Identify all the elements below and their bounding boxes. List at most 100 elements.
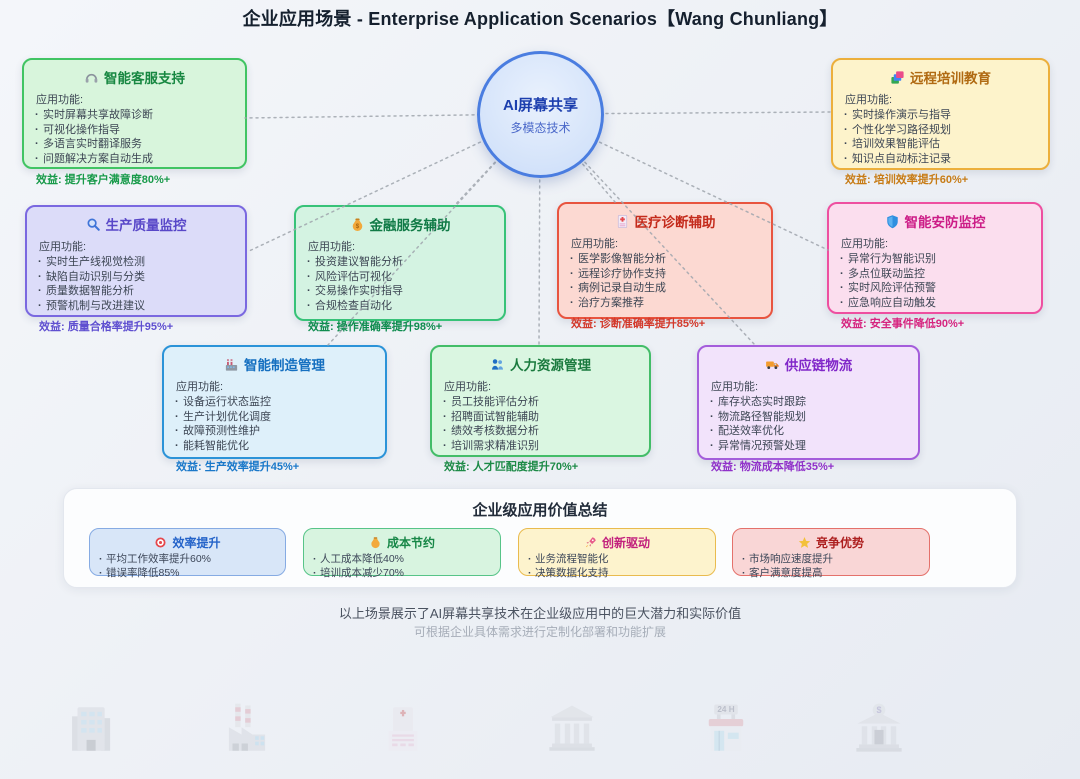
svg-text:$: $ <box>876 705 881 715</box>
scenario-box-human-resources: 人力资源管理 应用功能: 员工技能评估分析 招聘面试智能辅助 绩效考核数据分析 … <box>430 345 651 473</box>
features-label: 应用功能: <box>845 94 893 106</box>
moneybag-icon <box>371 537 380 549</box>
feature-item: 实时生产线视觉检测 <box>37 255 235 270</box>
scenario-box-financial-services: $ 金融服务辅助 应用功能: 投资建议智能分析 风险评估可视化 交易操作实时指导… <box>294 205 506 333</box>
features-label: 应用功能: <box>444 381 492 393</box>
scenario-box-medical-diagnosis: 医疗诊断辅助 应用功能: 医学影像智能分析 远程诊疗协作支持 病例记录自动生成 … <box>557 202 773 330</box>
factory-icon <box>228 703 266 751</box>
value-card-title: 竞争优势 <box>815 536 864 550</box>
value-item: 决策数据化支持 <box>527 567 707 581</box>
feature-item: 多点位联动监控 <box>839 267 1031 282</box>
scenario-box-remote-training: 远程培训教育 应用功能: 实时操作演示与指导 个性化学习路径规划 培训效果智能评… <box>831 58 1050 186</box>
footer-line-1: 以上场景展示了AI屏幕共享技术在企业级应用中的巨大潜力和实际价值 <box>338 606 742 621</box>
benefit-text: 效益: 质量合格率提升95%+ <box>39 321 174 334</box>
store-24h-icon: 24 H <box>708 704 744 751</box>
feature-item: 个性化学习路径规划 <box>843 123 1038 138</box>
feature-item: 问题解决方案自动生成 <box>34 152 235 167</box>
scenario-box-customer-service: 智能客服支持 应用功能: 实时屏幕共享故障诊断 可视化操作指导 多语言实时翻译服… <box>22 58 247 186</box>
value-card-competitive-advantage: 竞争优势 市场响应速度提升 客户满意度提高 <box>732 528 930 580</box>
rocket-icon <box>585 537 596 548</box>
features-label: 应用功能: <box>711 381 759 393</box>
factory-icon <box>225 358 238 371</box>
office-building-icon <box>72 707 111 751</box>
feature-item: 招聘面试智能辅助 <box>442 410 639 425</box>
value-item: 人工成本降低40% <box>312 553 492 567</box>
feature-item: 投资建议智能分析 <box>306 255 494 270</box>
feature-item: 病例记录自动生成 <box>569 281 761 296</box>
footer-line-2: 可根据企业具体需求进行定制化部署和功能扩展 <box>413 625 666 639</box>
scenario-title: 供应链物流 <box>784 358 853 373</box>
medical-record-icon <box>617 214 627 228</box>
feature-item: 质量数据智能分析 <box>37 284 235 299</box>
feature-item: 培训需求精准识别 <box>442 439 639 454</box>
scenario-title: 远程培训教育 <box>910 71 991 86</box>
scenario-title: 金融服务辅助 <box>369 218 451 233</box>
benefit-text: 效益: 安全事件降低90%+ <box>841 318 965 331</box>
feature-item: 实时屏幕共享故障诊断 <box>34 108 235 123</box>
feature-item: 培训效果智能评估 <box>843 137 1038 152</box>
feature-item: 可视化操作指导 <box>34 123 235 138</box>
feature-item: 异常情况预警处理 <box>709 439 908 454</box>
features-label: 应用功能: <box>176 381 224 393</box>
feature-item: 设备运行状态监控 <box>174 395 375 410</box>
value-card-innovation: 创新驱动 业务流程智能化 决策数据化支持 <box>518 528 716 580</box>
center-node-subtitle: 多模态技术 <box>510 120 571 135</box>
feature-item: 缺陷自动识别与分类 <box>37 270 235 285</box>
feature-item: 治疗方案推荐 <box>569 296 761 311</box>
feature-list: 实时屏幕共享故障诊断 可视化操作指导 多语言实时翻译服务 问题解决方案自动生成 <box>34 108 235 166</box>
feature-item: 异常行为智能识别 <box>839 252 1031 267</box>
value-card-cost-saving: 成本节约 人工成本降低40% 培训成本减少70% <box>303 528 501 580</box>
scenario-title: 医疗诊断辅助 <box>634 215 716 230</box>
scenario-title: 智能制造管理 <box>244 358 325 373</box>
scenario-title: 智能安防监控 <box>904 215 986 230</box>
value-card-title: 创新驱动 <box>601 536 650 550</box>
value-summary-title: 企业级应用价值总结 <box>472 502 608 519</box>
benefit-text: 效益: 提升客户满意度80%+ <box>36 174 171 187</box>
feature-item: 知识点自动标注记录 <box>843 152 1038 167</box>
features-label: 应用功能: <box>571 238 619 250</box>
feature-list: 员工技能评估分析 招聘面试智能辅助 绩效考核数据分析 培训需求精准识别 <box>442 395 639 453</box>
features-label: 应用功能: <box>39 241 87 253</box>
feature-item: 物流路径智能规划 <box>709 410 908 425</box>
scenario-title: 生产质量监控 <box>105 218 187 233</box>
scenario-box-security-monitoring: 智能安防监控 应用功能: 异常行为智能识别 多点位联动监控 实时风险评估预警 应… <box>827 202 1043 330</box>
feature-item: 合规检查自动化 <box>306 299 494 314</box>
star-icon <box>798 536 811 548</box>
feature-list: 实时操作演示与指导 个性化学习路径规划 培训效果智能评估 知识点自动标注记录 <box>843 108 1038 166</box>
value-card-title: 成本节约 <box>386 536 435 550</box>
benefit-text: 效益: 生产效率提升45%+ <box>176 461 300 474</box>
value-card-efficiency: 效率提升 平均工作效率提升60% 错误率降低85% <box>89 528 286 580</box>
benefit-text: 效益: 诊断准确率提升85%+ <box>571 318 706 331</box>
value-card-title: 效率提升 <box>172 536 221 550</box>
scenario-box-smart-manufacturing: 智能制造管理 应用功能: 设备运行状态监控 生产计划优化调度 故障预测性维护 能… <box>162 345 387 473</box>
benefit-text: 效益: 物流成本降低35%+ <box>711 461 835 474</box>
feature-item: 医学影像智能分析 <box>569 252 761 267</box>
target-icon <box>155 537 167 548</box>
value-item: 业务流程智能化 <box>527 553 707 567</box>
feature-list: 异常行为智能识别 多点位联动监控 实时风险评估预警 应急响应自动触发 <box>839 252 1031 310</box>
feature-item: 配送效率优化 <box>709 424 908 439</box>
center-node-ai-screen-share: AI屏幕共享 多模态技术 <box>477 51 604 178</box>
feature-item: 应急响应自动触发 <box>839 296 1031 311</box>
value-summary-panel: 企业级应用价值总结 效率提升 平均工作效率提升60% 错误率降低85% 成本节约… <box>63 488 1017 588</box>
feature-item: 多语言实时翻译服务 <box>34 137 235 152</box>
scenario-box-supply-chain: 供应链物流 应用功能: 库存状态实时跟踪 物流路径智能规划 配送效率优化 异常情… <box>697 345 920 473</box>
feature-item: 交易操作实时指导 <box>306 284 494 299</box>
feature-item: 预警机制与改进建议 <box>37 299 235 314</box>
headset-icon <box>85 73 98 83</box>
scenario-title: 智能客服支持 <box>104 71 185 86</box>
scenario-box-quality-monitoring: 生产质量监控 应用功能: 实时生产线视觉检测 缺陷自动识别与分类 质量数据智能分… <box>25 205 247 333</box>
people-icon <box>492 358 503 370</box>
value-item: 客户满意度提高 <box>741 567 921 581</box>
feature-item: 风险评估可视化 <box>306 270 494 285</box>
features-label: 应用功能: <box>841 238 889 250</box>
hospital-icon <box>388 707 418 751</box>
feature-item: 远程诊疗协作支持 <box>569 267 761 282</box>
feature-item: 绩效考核数据分析 <box>442 424 639 439</box>
benefit-text: 效益: 操作准确率提升98%+ <box>308 321 443 334</box>
feature-list: 投资建议智能分析 风险评估可视化 交易操作实时指导 合规检查自动化 <box>306 255 494 313</box>
feature-item: 员工技能评估分析 <box>442 395 639 410</box>
feature-item: 实时风险评估预警 <box>839 281 1031 296</box>
value-item: 平均工作效率提升60% <box>98 553 277 567</box>
